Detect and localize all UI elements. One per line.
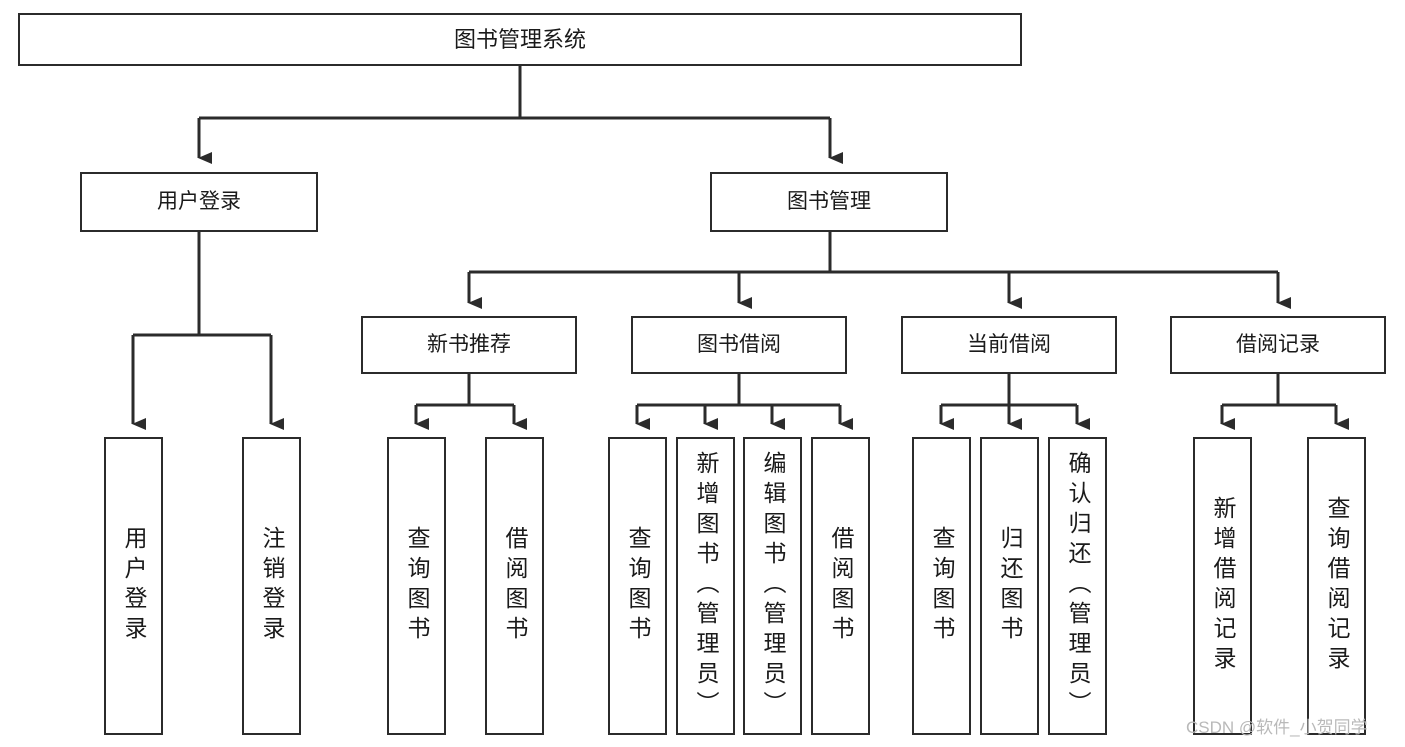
node-book-borrow[interactable]: 图书借阅 (631, 316, 847, 374)
node-book-manage[interactable]: 图书管理 (710, 172, 948, 232)
node-label: 图书管理 (787, 189, 871, 213)
node-current-borrow[interactable]: 当前借阅 (901, 316, 1117, 374)
node-label: 查询借阅记录 (1324, 496, 1350, 676)
node-label: 编辑图书（管理员） (760, 451, 786, 721)
leaf-confirm-return-admin[interactable]: 确认归还（管理员） (1048, 437, 1107, 735)
node-label: 用户登录 (157, 189, 241, 213)
node-label: 借阅记录 (1236, 332, 1320, 356)
node-label: 用户登录 (121, 526, 147, 646)
node-label: 查询图书 (929, 526, 955, 646)
leaf-user-login[interactable]: 用户登录 (104, 437, 163, 735)
node-label: 图书管理系统 (453, 26, 586, 52)
leaf-edit-book-admin[interactable]: 编辑图书（管理员） (743, 437, 802, 735)
node-label: 借阅图书 (828, 526, 854, 646)
node-label: 借阅图书 (502, 526, 528, 646)
leaf-add-book-admin[interactable]: 新增图书（管理员） (676, 437, 735, 735)
node-label: 查询图书 (625, 526, 651, 646)
leaf-query-book-2[interactable]: 查询图书 (608, 437, 667, 735)
node-label: 新书推荐 (427, 332, 511, 356)
node-label: 新增图书（管理员） (693, 451, 719, 721)
leaf-borrow-book-2[interactable]: 借阅图书 (811, 437, 870, 735)
node-root-system[interactable]: 图书管理系统 (18, 13, 1022, 66)
node-label: 归还图书 (997, 526, 1023, 646)
node-borrow-record[interactable]: 借阅记录 (1170, 316, 1386, 374)
node-new-book-recommend[interactable]: 新书推荐 (361, 316, 577, 374)
leaf-query-borrow-record[interactable]: 查询借阅记录 (1307, 437, 1366, 735)
node-label: 新增借阅记录 (1210, 496, 1236, 676)
leaf-add-borrow-record[interactable]: 新增借阅记录 (1193, 437, 1252, 735)
node-user-login[interactable]: 用户登录 (80, 172, 318, 232)
node-label: 图书借阅 (697, 332, 781, 356)
leaf-logout[interactable]: 注销登录 (242, 437, 301, 735)
leaf-return-book[interactable]: 归还图书 (980, 437, 1039, 735)
node-label: 当前借阅 (967, 332, 1051, 356)
leaf-query-book-1[interactable]: 查询图书 (387, 437, 446, 735)
node-label: 确认归还（管理员） (1065, 451, 1091, 721)
leaf-borrow-book-1[interactable]: 借阅图书 (485, 437, 544, 735)
node-label: 注销登录 (259, 526, 285, 646)
leaf-query-book-3[interactable]: 查询图书 (912, 437, 971, 735)
node-label: 查询图书 (404, 526, 430, 646)
